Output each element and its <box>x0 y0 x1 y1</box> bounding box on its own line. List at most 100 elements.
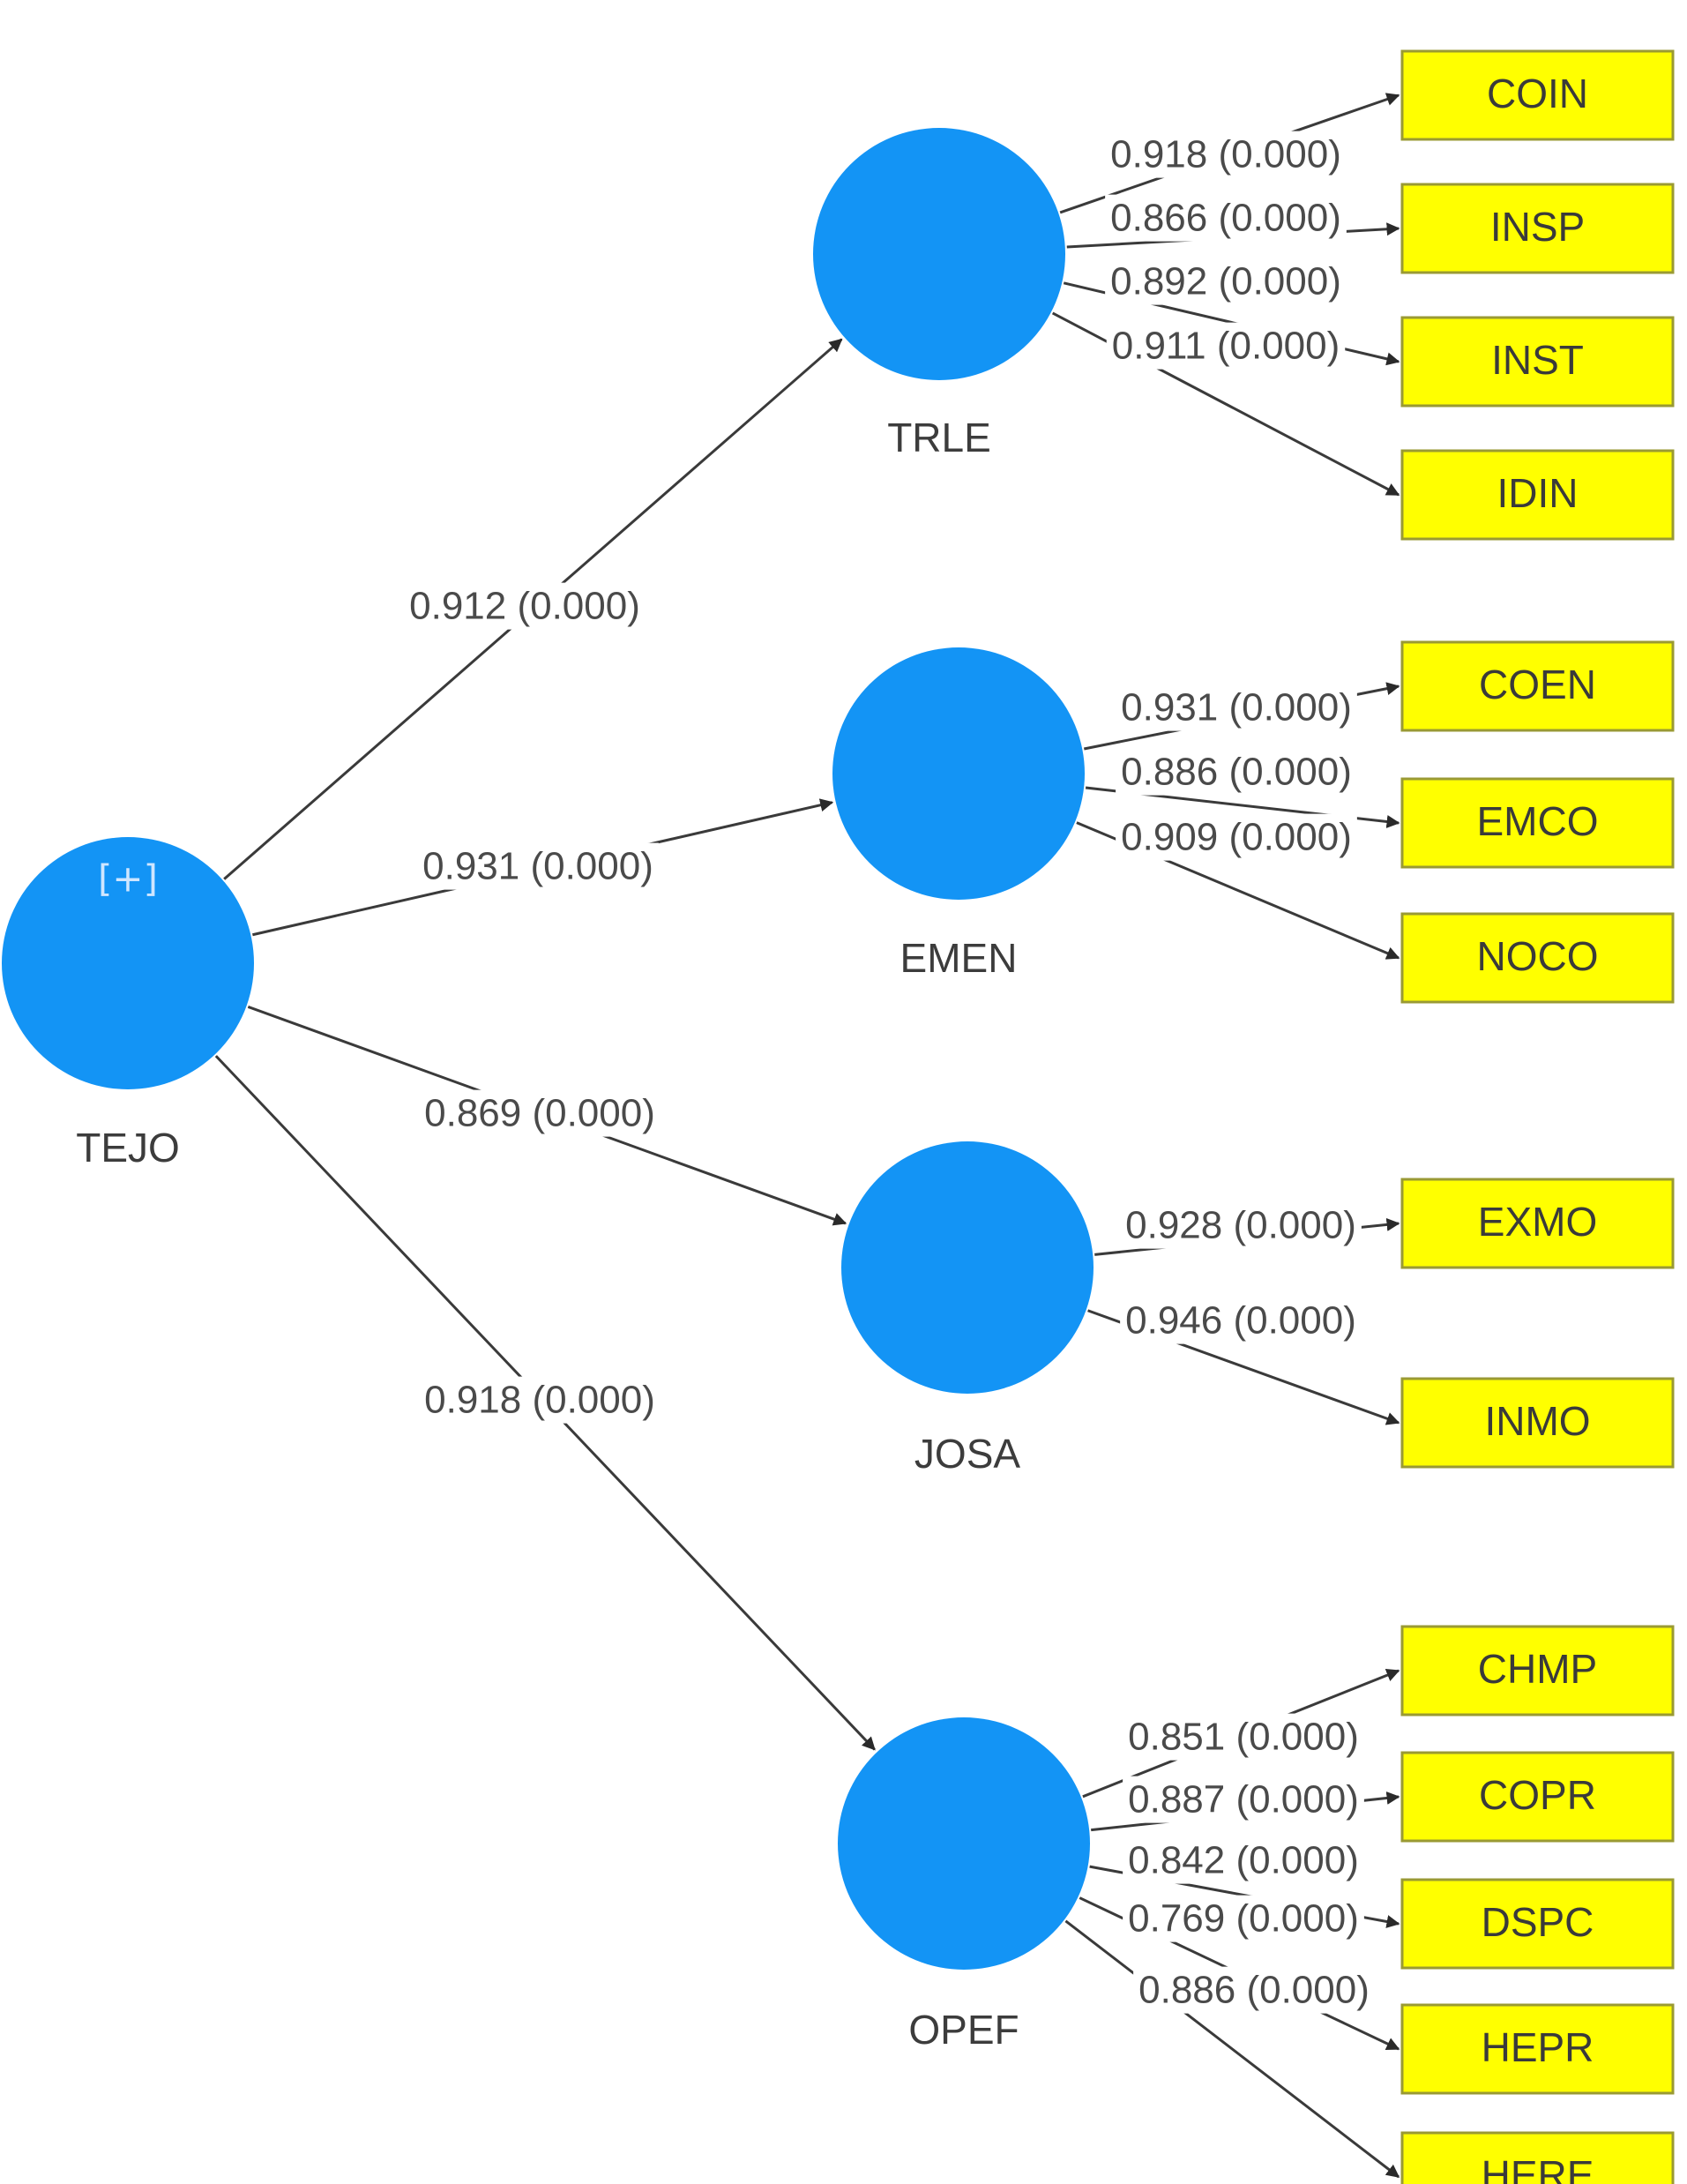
indicator-label-dspc: DSPC <box>1482 1899 1594 1945</box>
indicator-noco[interactable]: NOCO <box>1400 912 1675 1004</box>
indicator-insp[interactable]: INSP <box>1400 183 1675 274</box>
loading-label-opef-chmp: 0.851 (0.000) <box>1128 1716 1359 1759</box>
construct-label-opef: OPEF <box>908 2007 1019 2053</box>
loading-label-opef-dspc-bg <box>1123 1836 1364 1884</box>
indicator-idin[interactable]: IDIN <box>1400 449 1675 541</box>
loading-label-josa-exmo-bg <box>1120 1201 1362 1249</box>
loading-label-trle-insp-group: 0.866 (0.000) <box>1105 194 1347 242</box>
construct-label-emen: EMEN <box>900 935 1018 981</box>
loading-label-opef-hepr-bg <box>1123 1895 1364 1942</box>
indicator-label-hepr: HEPR <box>1482 2024 1594 2070</box>
loading-label-josa-inmo-group: 0.946 (0.000) <box>1120 1297 1362 1344</box>
indicator-box-coin[interactable] <box>1400 49 1675 141</box>
indicator-label-noco: NOCO <box>1477 933 1599 979</box>
indicator-box-here[interactable] <box>1400 2131 1675 2184</box>
loading-label-josa-inmo-bg <box>1120 1297 1362 1344</box>
indicator-box-noco[interactable] <box>1400 912 1675 1004</box>
path-coef-label-tejo-opef: 0.918 (0.000) <box>424 1379 655 1422</box>
indicator-copr[interactable]: COPR <box>1400 1751 1675 1843</box>
construct-circle-tejo[interactable] <box>2 837 254 1089</box>
path-coef-label-tejo-josa-group: 0.869 (0.000) <box>419 1089 661 1137</box>
loading-label-opef-copr-bg <box>1123 1776 1364 1823</box>
loading-label-emen-emco-group: 0.886 (0.000) <box>1116 748 1357 796</box>
loading-label-trle-insp: 0.866 (0.000) <box>1110 197 1341 240</box>
indicator-box-exmo[interactable] <box>1400 1178 1675 1269</box>
indicator-exmo[interactable]: EXMO <box>1400 1178 1675 1269</box>
indicator-box-coen[interactable] <box>1400 640 1675 732</box>
loading-label-opef-dspc: 0.842 (0.000) <box>1128 1839 1359 1882</box>
indicator-inmo[interactable]: INMO <box>1400 1377 1675 1469</box>
loading-label-opef-hepr-group: 0.769 (0.000) <box>1123 1895 1364 1942</box>
indicator-box-idin[interactable] <box>1400 449 1675 541</box>
construct-circle-emen[interactable] <box>832 647 1085 900</box>
construct-circle-josa[interactable] <box>841 1141 1094 1394</box>
labels-layer: 0.918 (0.000) 0.866 (0.000) 0.892 (0.000) 0… <box>404 131 1375 2014</box>
construct-node-emen[interactable]: EMEN <box>832 647 1085 981</box>
loading-label-emen-coen: 0.931 (0.000) <box>1121 686 1352 729</box>
construct-node-josa[interactable]: JOSA <box>841 1141 1094 1477</box>
construct-node-opef[interactable]: OPEF <box>838 1717 1090 2053</box>
path-coef-label-tejo-trle-bg <box>404 582 646 630</box>
indicator-here[interactable]: HERE <box>1400 2131 1675 2184</box>
loading-label-emen-emco-bg <box>1116 748 1357 796</box>
construct-circle-opef[interactable] <box>838 1717 1090 1970</box>
construct-label-tejo: TEJO <box>76 1125 180 1171</box>
loading-label-trle-inst: 0.892 (0.000) <box>1110 260 1341 303</box>
indicator-box-copr[interactable] <box>1400 1751 1675 1843</box>
construct-circle-trle[interactable] <box>813 128 1065 380</box>
loading-label-emen-emco: 0.886 (0.000) <box>1121 751 1352 794</box>
loading-label-trle-inst-group: 0.892 (0.000) <box>1105 258 1347 305</box>
indicator-box-insp[interactable] <box>1400 183 1675 274</box>
path-coef-label-tejo-trle-group: 0.912 (0.000) <box>404 582 646 630</box>
loading-label-trle-idin-bg <box>1106 322 1346 370</box>
indicator-dspc[interactable]: DSPC <box>1400 1878 1675 1970</box>
loading-label-opef-copr-group: 0.887 (0.000) <box>1123 1776 1364 1823</box>
indicator-label-coin: COIN <box>1487 71 1588 116</box>
indicator-label-exmo: EXMO <box>1478 1199 1597 1245</box>
loading-label-trle-coin: 0.918 (0.000) <box>1110 133 1341 176</box>
indicator-box-hepr[interactable] <box>1400 2003 1675 2095</box>
loading-label-opef-chmp-group: 0.851 (0.000) <box>1123 1713 1364 1761</box>
indicator-label-idin: IDIN <box>1497 470 1579 516</box>
path-coef-label-tejo-opef-bg <box>419 1376 661 1424</box>
construct-node-trle[interactable]: TRLE <box>813 128 1065 460</box>
indicator-emco[interactable]: EMCO <box>1400 777 1675 869</box>
indicator-inst[interactable]: INST <box>1400 316 1675 408</box>
indicator-chmp[interactable]: CHMP <box>1400 1625 1675 1717</box>
indicator-label-inmo: INMO <box>1484 1398 1590 1444</box>
expand-toggle[interactable]: [+] <box>98 857 158 901</box>
indicator-box-emco[interactable] <box>1400 777 1675 869</box>
loading-label-trle-inst-bg <box>1105 258 1347 305</box>
loading-label-emen-coen-bg <box>1116 684 1357 731</box>
indicator-box-inst[interactable] <box>1400 316 1675 408</box>
loading-label-trle-coin-group: 0.918 (0.000) <box>1105 131 1347 178</box>
loading-label-josa-inmo: 0.946 (0.000) <box>1125 1299 1356 1343</box>
path-coef-label-tejo-opef-group: 0.918 (0.000) <box>419 1376 661 1424</box>
path-coef-label-tejo-emen-group: 0.931 (0.000) <box>417 842 659 890</box>
loading-label-opef-here: 0.886 (0.000) <box>1138 1969 1370 2012</box>
loading-label-opef-chmp-bg <box>1123 1713 1364 1761</box>
loading-label-emen-noco: 0.909 (0.000) <box>1121 816 1352 859</box>
loading-label-opef-dspc-group: 0.842 (0.000) <box>1123 1836 1364 1884</box>
indicator-box-dspc[interactable] <box>1400 1878 1675 1970</box>
construct-node-tejo[interactable]: [+] TEJO <box>2 837 254 1171</box>
indicator-hepr[interactable]: HEPR <box>1400 2003 1675 2095</box>
indicator-label-emco: EMCO <box>1477 798 1599 844</box>
loading-label-opef-here-group: 0.886 (0.000) <box>1133 1966 1375 2014</box>
indicator-label-insp: INSP <box>1490 204 1585 250</box>
indicator-coen[interactable]: COEN <box>1400 640 1675 732</box>
loading-label-trle-coin-bg <box>1105 131 1347 178</box>
path-coef-label-tejo-josa: 0.869 (0.000) <box>424 1092 655 1135</box>
loading-label-trle-idin-group: 0.911 (0.000) <box>1106 322 1346 370</box>
indicator-coin[interactable]: COIN <box>1400 49 1675 141</box>
path-coef-label-tejo-emen-bg <box>417 842 659 890</box>
path-coef-label-tejo-emen: 0.931 (0.000) <box>422 845 653 888</box>
indicator-box-chmp[interactable] <box>1400 1625 1675 1717</box>
loading-label-emen-coen-group: 0.931 (0.000) <box>1116 684 1357 731</box>
construct-label-trle: TRLE <box>887 415 991 460</box>
indicator-box-inmo[interactable] <box>1400 1377 1675 1469</box>
indicator-label-here: HERE <box>1482 2152 1594 2184</box>
loading-label-josa-exmo: 0.928 (0.000) <box>1125 1204 1356 1247</box>
indicator-label-coen: COEN <box>1479 662 1596 707</box>
